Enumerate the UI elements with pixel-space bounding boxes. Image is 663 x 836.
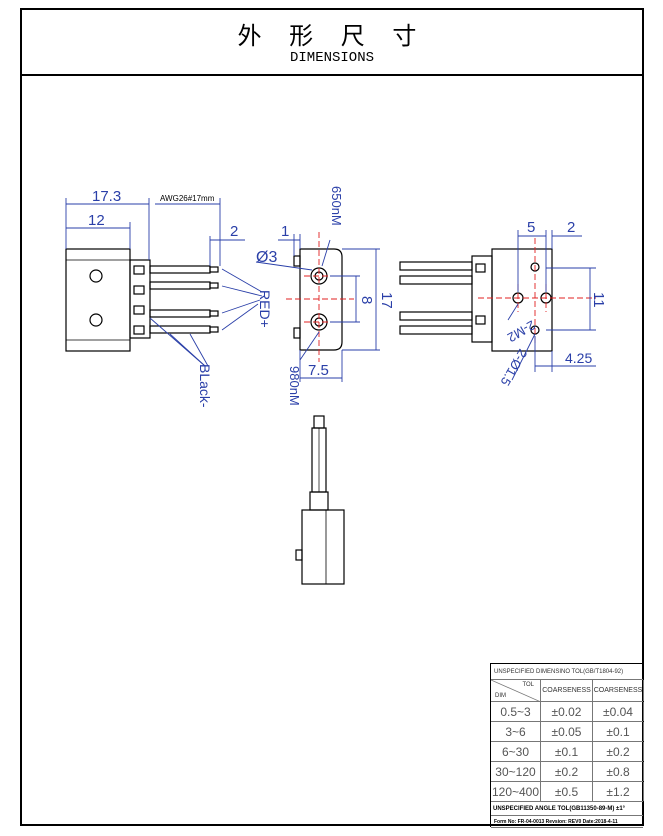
back-wire-2 [399, 275, 473, 285]
tolerance-dim: 0.5~3 [491, 702, 541, 721]
front-body [299, 248, 343, 351]
wavelength-650: 650nM [329, 186, 344, 226]
dim-2-side: 2 [230, 223, 238, 240]
wire-1 [149, 265, 211, 274]
dim-dia-3: Ø3 [256, 249, 277, 266]
diagonal-divider [491, 680, 541, 702]
tolerance-row: 0.5~3±0.02±0.04 [491, 702, 644, 722]
thread-2-m2: 2-M2 [505, 317, 538, 345]
side-hole-bottom [89, 313, 103, 327]
angle-note-row: UNSPECIFIED ANGLE TOL(GB11350-89-M) ±1° [491, 802, 643, 816]
header-dim: DIM [495, 693, 506, 699]
back-body [491, 248, 553, 352]
tolerance-coarse-2: ±0.8 [593, 762, 644, 781]
dim-17-3: 17.3 [92, 188, 121, 205]
tolerance-coarse-2: ±0.1 [593, 722, 644, 741]
side-body [65, 248, 131, 352]
tolerance-coarse-2: ±1.2 [593, 782, 644, 801]
tolerance-title-row: UNSPECIFIED DIMENSINO TOL(GB/T1804-92) [491, 664, 643, 680]
holes-2-dia-1-5: 2-Ø1.5 [498, 347, 531, 389]
dim-11: 11 [590, 292, 607, 308]
dim-8: 8 [358, 296, 375, 304]
angle-note: UNSPECIFIED ANGLE TOL(GB11350-89-M) ±1° [493, 805, 626, 812]
dim-1: 1 [281, 223, 289, 240]
header-coarseness-2: COARSENESS [593, 680, 644, 701]
tolerance-row: 6~30±0.1±0.2 [491, 742, 644, 762]
tolerance-dim: 3~6 [491, 722, 541, 741]
title-block: 外 形 尺 寸 DIMENSIONS [22, 10, 642, 76]
back-wire-1 [399, 261, 473, 271]
front-dimensions [255, 234, 380, 382]
tolerance-coarse-2: ±0.04 [593, 702, 644, 721]
tolerance-dim: 120~400 [491, 782, 541, 801]
tolerance-row: 3~6±0.05±0.1 [491, 722, 644, 742]
back-wire-4 [399, 325, 473, 335]
top-body [301, 509, 345, 585]
tolerance-coarse-1: ±0.02 [541, 702, 593, 721]
front-view-text: 1 Ø3 650nM 980nM 8 17 7.5 [256, 186, 395, 406]
side-view-text: 17.3 12 AWG26#17mm 2 RED+ BLack- [88, 188, 273, 408]
tolerance-coarse-1: ±0.2 [541, 762, 593, 781]
dim-12: 12 [88, 212, 105, 229]
side-hole-top [89, 269, 103, 283]
tolerance-dim: 6~30 [491, 742, 541, 761]
header-tol: TOL [522, 682, 534, 688]
wire-3 [149, 309, 211, 318]
form-note: Form No: FR-04-0013 Revsion: REV0 Date:2… [494, 818, 618, 825]
top-view [295, 415, 345, 585]
side-view-dimensions [65, 198, 263, 367]
tolerance-coarse-1: ±0.1 [541, 742, 593, 761]
header-tol-dim-cell: TOL DIM [491, 680, 541, 702]
tolerance-row: 30~120±0.2±0.8 [491, 762, 644, 782]
title-chinese: 外 形 尺 寸 [237, 22, 427, 50]
header-coarseness-1: COARSENESS [541, 680, 593, 701]
title-english: DIMENSIONS [289, 50, 374, 66]
tolerance-row: 120~400±0.5±1.2 [491, 782, 644, 802]
tolerance-title: UNSPECIFIED DIMENSINO TOL(GB/T1804-92) [494, 668, 624, 675]
back-wire-3 [399, 311, 473, 321]
tolerance-coarse-1: ±0.05 [541, 722, 593, 741]
label-red: RED+ [257, 290, 273, 328]
wire-spec: AWG26#17mm [160, 194, 215, 203]
wavelength-980: 980nM [287, 366, 302, 406]
tolerance-coarse-1: ±0.5 [541, 782, 593, 801]
front-view [293, 248, 343, 351]
form-note-row: Form No: FR-04-0013 Revsion: REV0 Date:2… [491, 816, 643, 828]
tolerance-header-row: TOL DIM COARSENESS COARSENESS [491, 680, 644, 702]
back-dimensions [507, 230, 596, 381]
dim-7-5: 7.5 [308, 362, 329, 379]
tolerance-dim: 30~120 [491, 762, 541, 781]
dim-2-back: 2 [567, 219, 575, 236]
back-view-text: 5 2 11 4.25 2-M2 2-Ø1.5 [498, 219, 607, 388]
label-black: BLack- [197, 364, 213, 408]
tolerance-coarse-2: ±0.2 [593, 742, 644, 761]
tolerance-table: UNSPECIFIED DIMENSINO TOL(GB/T1804-92) T… [490, 663, 644, 828]
dim-4-25: 4.25 [565, 350, 592, 366]
drawing-frame: 外 形 尺 寸 DIMENSIONS [20, 8, 644, 826]
wire-2 [149, 281, 211, 290]
dim-17: 17 [378, 292, 395, 309]
wire-4 [149, 325, 211, 334]
dim-5: 5 [527, 219, 535, 236]
side-view [65, 248, 219, 352]
front-centerlines [286, 232, 354, 362]
